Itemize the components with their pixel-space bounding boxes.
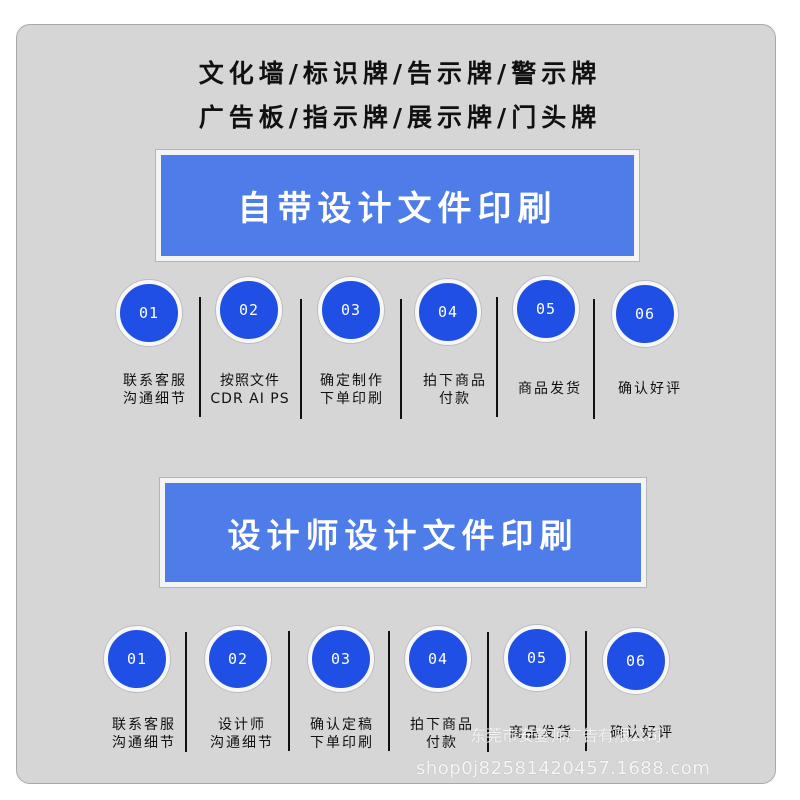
step-6-label: 确认好评 bbox=[618, 381, 682, 397]
step-divider bbox=[585, 631, 587, 751]
heading-line-2: 广告板/指示牌/展示牌/门头牌 bbox=[198, 103, 602, 132]
step-divider bbox=[496, 297, 498, 417]
section2-banner: 设计师设计文件印刷 bbox=[159, 477, 647, 588]
section1-title: 自带设计文件印刷 bbox=[237, 189, 558, 229]
heading-line-1: 文化墙/标识牌/告示牌/警示牌 bbox=[198, 59, 602, 88]
step-6-circle: 06 bbox=[612, 281, 678, 347]
step-2-label: 按照文件 CDR AI PS bbox=[210, 373, 290, 407]
step-5-label: 商品发货 bbox=[518, 381, 582, 397]
step-divider bbox=[199, 297, 201, 417]
step-divider bbox=[185, 632, 187, 752]
watermark-company: 东莞市安蔓师广告有限公司 bbox=[470, 726, 663, 745]
step-4-label: 拍下商品 付款 bbox=[410, 717, 474, 751]
step-3-circle: 03 bbox=[318, 277, 384, 343]
step-2-circle: 02 bbox=[205, 626, 271, 692]
step-2-circle: 02 bbox=[216, 277, 282, 343]
step-1-label: 联系客服 沟通细节 bbox=[112, 717, 176, 751]
step-5-label: 商品发货 bbox=[509, 725, 573, 741]
step-5-circle: 05 bbox=[513, 276, 579, 342]
step-4-label: 拍下商品 付款 bbox=[423, 373, 487, 407]
step-6-label: 确认好评 bbox=[610, 725, 674, 741]
step-4-circle: 04 bbox=[415, 279, 481, 345]
step-3-circle: 03 bbox=[308, 626, 374, 692]
step-divider bbox=[288, 631, 290, 751]
step-divider bbox=[593, 299, 595, 419]
step-divider bbox=[400, 299, 402, 419]
step-4-circle: 04 bbox=[405, 626, 471, 692]
step-divider bbox=[388, 631, 390, 751]
step-6-circle: 06 bbox=[603, 628, 669, 694]
watermark-url: shop0j82581420457.1688.com bbox=[416, 758, 711, 779]
step-5-circle: 05 bbox=[504, 625, 570, 691]
section1-banner: 自带设计文件印刷 bbox=[155, 149, 640, 262]
step-divider bbox=[300, 299, 302, 419]
step-divider bbox=[487, 632, 489, 752]
step-1-circle: 01 bbox=[116, 280, 182, 346]
step-2-label: 设计师 沟通细节 bbox=[210, 717, 274, 751]
step-1-circle: 01 bbox=[104, 626, 170, 692]
section2-title: 设计师设计文件印刷 bbox=[227, 515, 579, 555]
step-3-label: 确定制作 下单印刷 bbox=[320, 373, 384, 407]
step-3-label: 确认定稿 下单印刷 bbox=[310, 717, 374, 751]
step-1-label: 联系客服 沟通细节 bbox=[123, 373, 187, 407]
